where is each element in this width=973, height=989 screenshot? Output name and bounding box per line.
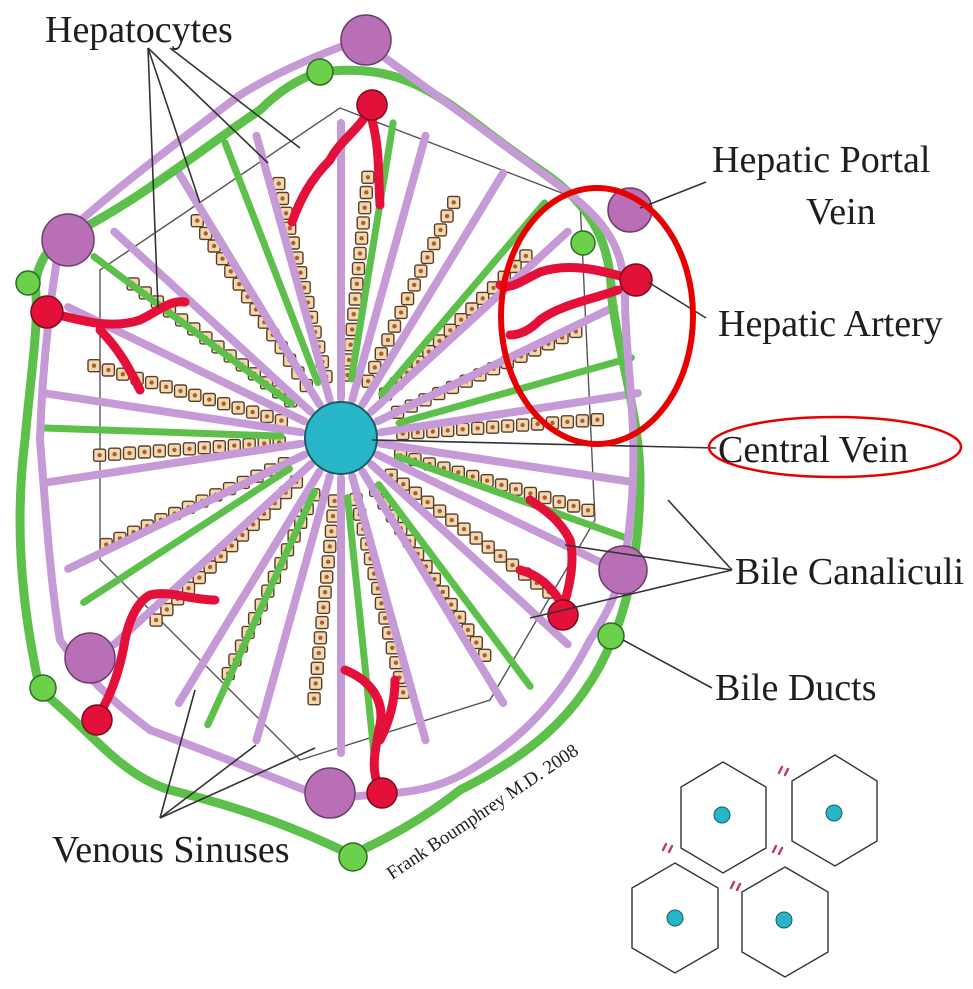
hepatocyte-cell	[308, 693, 320, 705]
label-venous-sinuses: Venous Sinuses	[52, 829, 290, 871]
hepatocyte-cell	[351, 278, 363, 290]
hepatocyte-cell	[539, 492, 551, 504]
hepatocyte-cell	[576, 415, 588, 427]
hepatocyte-cell	[591, 414, 603, 426]
hepatocyte-cell	[402, 293, 414, 305]
hepatocyte-cell	[458, 523, 470, 535]
hepatocyte-cell	[472, 422, 484, 434]
inset-lobules-diagram	[632, 755, 877, 977]
sinus-line	[371, 464, 567, 644]
hepatocyte-cell	[324, 541, 336, 553]
hepatocyte-cell	[109, 448, 121, 460]
hepatocyte-cell	[88, 360, 100, 372]
hepatocyte-cell	[582, 504, 594, 516]
hepatocyte-cell	[487, 421, 499, 433]
hepatocyte-cell	[568, 500, 580, 512]
hepatocyte-cell	[356, 232, 368, 244]
hepatocyte-cell	[232, 402, 244, 414]
hepatocyte-cell	[362, 171, 374, 183]
inset-lobule-3	[632, 863, 718, 973]
hepatocyte-cell	[357, 217, 369, 229]
hepatocyte-cell	[448, 196, 460, 208]
hepatocyte-cell	[153, 445, 165, 457]
hepatocyte-cell	[189, 389, 201, 401]
hepatocyte-cell	[349, 293, 361, 305]
hepatocyte-cell	[354, 247, 366, 259]
inset-lobule-1	[681, 762, 766, 873]
hepatocyte-cell	[325, 525, 337, 537]
inset-lobule-2	[792, 755, 877, 866]
hepatocyte-cell	[517, 419, 529, 431]
canaliculus-line	[41, 428, 281, 436]
hepatocyte-cell	[561, 416, 573, 428]
hepatocyte-cell	[421, 251, 433, 263]
hepatocyte-cell	[319, 586, 331, 598]
hepatocyte-cell	[382, 334, 394, 346]
hepatocyte-cell	[318, 601, 330, 613]
hepatocyte-cell	[146, 377, 158, 389]
inset-lobule-4	[742, 867, 828, 977]
hepatocyte-cell	[124, 447, 136, 459]
hepatocyte-cell	[428, 238, 440, 250]
hepatocyte-cell	[168, 444, 180, 456]
hepatocyte-cell	[470, 532, 482, 544]
hepatocyte-cell	[150, 614, 162, 626]
label-hepatocytes: Hepatocytes	[45, 9, 233, 51]
hepatocyte-cell	[457, 423, 469, 435]
hepatocyte-cell	[353, 263, 365, 275]
hepatocyte-cell	[218, 398, 230, 410]
hepatocyte-cell	[321, 571, 333, 583]
hepatocyte-cell	[434, 505, 446, 517]
hepatocyte-cell	[261, 410, 273, 422]
hepatocyte-cell	[313, 647, 325, 659]
hepatocyte-cell	[322, 556, 334, 568]
hepatocyte-cell	[415, 265, 427, 277]
hepatocyte-cell	[311, 662, 323, 674]
hepatocyte-cell	[139, 446, 151, 458]
hepatocyte-cell	[520, 250, 532, 262]
hepatocyte-cell	[213, 441, 225, 453]
hepatocyte-cell	[247, 406, 259, 418]
hepatocyte-cell	[175, 385, 187, 397]
hepatocyte-cell	[94, 449, 106, 461]
canaliculus-line	[208, 492, 315, 725]
label-hepatic-artery: Hepatic Artery	[718, 303, 943, 345]
label-hepatic-portal-vein-line1: Hepatic Portal	[712, 139, 930, 181]
hepatocyte-cell	[183, 443, 195, 455]
hepatocyte-cell	[395, 306, 407, 318]
hepatocyte-cell	[360, 187, 372, 199]
hepatocyte-cell	[510, 483, 522, 495]
hepatocyte-cell	[375, 348, 387, 360]
hepatocyte-cell	[203, 394, 215, 406]
hepatocyte-cell	[502, 420, 514, 432]
hepatocyte-cell	[359, 202, 371, 214]
hepatocyte-cell	[422, 496, 434, 508]
central-vein	[305, 402, 377, 474]
label-bile-canaliculi: Bile Canaliculi	[735, 551, 964, 593]
hepatocyte-cell	[389, 320, 401, 332]
hepatocyte-cell	[553, 496, 565, 508]
hepatocyte-cell	[198, 442, 210, 454]
hepatocyte-cell	[446, 514, 458, 526]
label-bile-ducts: Bile Ducts	[715, 667, 876, 709]
hepatocyte-cell	[316, 617, 328, 629]
hepatocyte-cell	[102, 364, 114, 376]
hepatocyte-cell	[408, 279, 420, 291]
hepatocyte-cell	[314, 632, 326, 644]
hepatocyte-cell	[482, 541, 494, 553]
label-central-vein: Central Vein	[718, 429, 908, 471]
hepatocyte-cell	[441, 210, 453, 222]
hepatocyte-cell	[494, 550, 506, 562]
hepatocyte-cell	[435, 224, 447, 236]
hepatocyte-cell	[310, 678, 322, 690]
label-hepatic-portal-vein-line2: Vein	[806, 191, 876, 233]
hepatocyte-cell	[160, 381, 172, 393]
